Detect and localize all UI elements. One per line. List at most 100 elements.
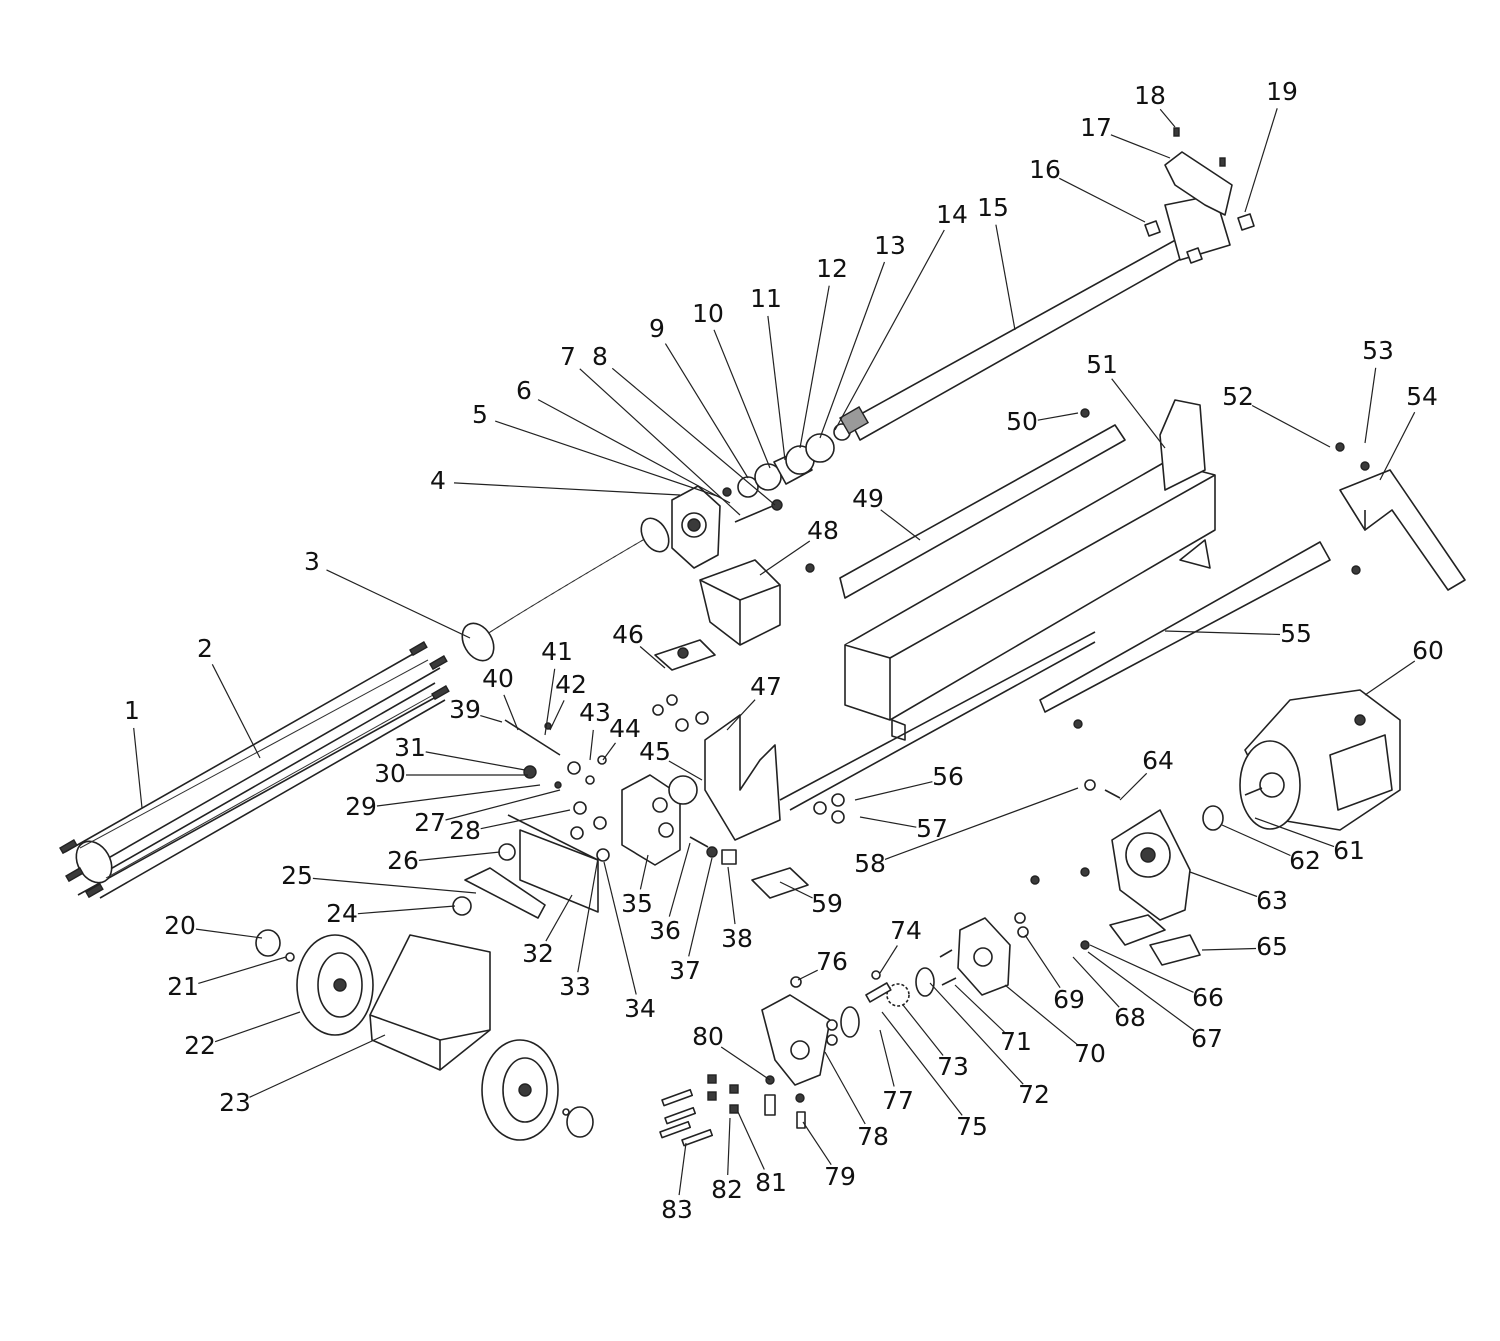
leader-18: [1159, 108, 1176, 128]
callout-25: 25: [281, 861, 313, 890]
callout-38: 38: [721, 924, 753, 953]
callout-72: 72: [1018, 1080, 1050, 1109]
callout-60: 60: [1412, 636, 1444, 665]
callout-22: 22: [184, 1031, 216, 1060]
leader-49: [880, 509, 921, 541]
callout-1: 1: [124, 696, 140, 725]
callout-53: 53: [1362, 336, 1394, 365]
leader-45: [668, 760, 703, 781]
callout-67: 67: [1191, 1024, 1223, 1053]
motor-flange-part: [1111, 809, 1191, 921]
callout-65: 65: [1256, 932, 1288, 961]
leader-3: [326, 569, 471, 639]
leader-76: [797, 969, 818, 981]
callout-71: 71: [1000, 1027, 1032, 1056]
leader-70: [1004, 984, 1078, 1046]
callout-14: 14: [936, 200, 968, 229]
gear-part: [840, 967, 935, 1038]
leader-74: [879, 945, 898, 974]
bracket-box-part: [699, 559, 781, 646]
coupling-plate-part: [957, 917, 1011, 996]
callout-70: 70: [1074, 1039, 1106, 1068]
leader-16: [1059, 177, 1146, 223]
callout-57: 57: [916, 814, 948, 843]
callout-40: 40: [482, 664, 514, 693]
leader-58: [884, 787, 1079, 860]
callout-69: 69: [1053, 985, 1085, 1014]
leader-37: [688, 857, 713, 957]
handle-part: [452, 867, 546, 919]
pad-part: [751, 867, 809, 899]
bolt-cluster-part: [659, 1074, 806, 1147]
callout-17: 17: [1080, 113, 1112, 142]
callout-8: 8: [592, 342, 608, 371]
callout-28: 28: [449, 816, 481, 845]
leader-27: [445, 789, 561, 821]
rubber-feet-part: [1109, 914, 1201, 966]
callout-41: 41: [541, 637, 573, 666]
callout-32: 32: [522, 939, 554, 968]
v-bracket-part: [704, 714, 781, 841]
callout-21: 21: [167, 972, 199, 1001]
callout-34: 34: [624, 994, 656, 1023]
callout-46: 46: [612, 620, 644, 649]
leader-42: [549, 700, 565, 731]
callout-19: 19: [1266, 77, 1298, 106]
leader-66: [1089, 944, 1194, 993]
leader-7: [579, 368, 741, 516]
callout-12: 12: [816, 254, 848, 283]
leader-1: [133, 727, 143, 809]
callout-24: 24: [326, 899, 358, 928]
callout-5: 5: [472, 400, 488, 429]
callout-15: 15: [977, 193, 1009, 222]
leader-73: [902, 1004, 944, 1056]
return-spring-part: [461, 517, 670, 662]
bearing-part: [1202, 805, 1224, 831]
leader-56: [854, 781, 933, 801]
callout-54: 54: [1406, 382, 1438, 411]
callout-83: 83: [661, 1195, 693, 1224]
leader-15: [995, 224, 1016, 331]
leader-44: [602, 742, 616, 761]
callout-56: 56: [932, 762, 964, 791]
callout-42: 42: [555, 670, 587, 699]
leader-11: [767, 315, 786, 461]
callout-55: 55: [1280, 619, 1312, 648]
leader-77: [879, 1029, 895, 1087]
leader-31: [425, 751, 526, 771]
main-beam-part: [779, 399, 1216, 811]
leader-82: [727, 1117, 731, 1176]
wheel-part: [296, 934, 594, 1141]
leader-20: [195, 928, 263, 939]
callout-49: 49: [852, 484, 884, 513]
callout-18: 18: [1134, 81, 1166, 110]
leader-35: [639, 854, 649, 890]
leader-41: [544, 668, 556, 736]
callout-20: 20: [164, 911, 196, 940]
callout-3: 3: [304, 547, 320, 576]
callout-36: 36: [649, 916, 681, 945]
callout-62: 62: [1289, 846, 1321, 875]
cylinder-plate-part: [671, 485, 721, 569]
callout-39: 39: [449, 695, 481, 724]
callout-10: 10: [692, 299, 724, 328]
valve-block-part: [621, 774, 698, 866]
callout-23: 23: [219, 1088, 251, 1117]
seal-stack-part: [722, 423, 851, 523]
callout-68: 68: [1114, 1003, 1146, 1032]
leader-32: [545, 894, 573, 942]
leader-25: [312, 877, 477, 894]
callout-48: 48: [807, 516, 839, 545]
callout-16: 16: [1029, 155, 1061, 184]
callout-50: 50: [1006, 407, 1038, 436]
rear-bracket-part: [1144, 127, 1255, 264]
callout-45: 45: [639, 737, 671, 766]
hub-cap-part: [255, 929, 295, 962]
leader-9: [664, 343, 749, 479]
callout-37: 37: [669, 956, 701, 985]
leader-60: [1364, 660, 1416, 696]
callout-47: 47: [750, 672, 782, 701]
